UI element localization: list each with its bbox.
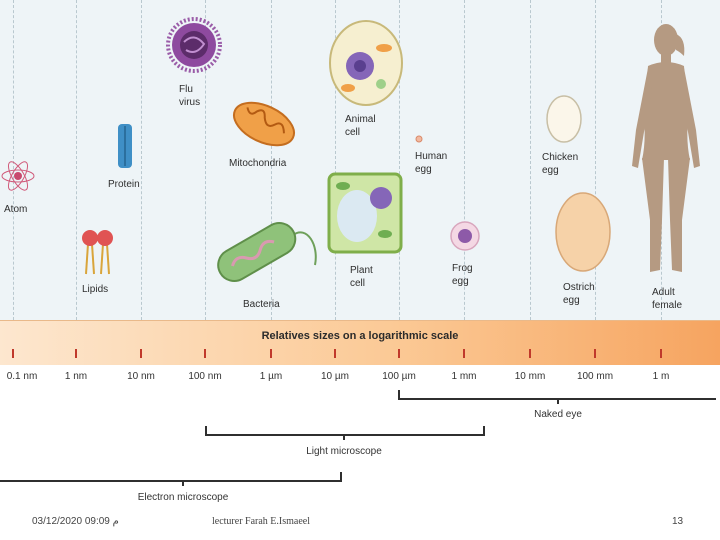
atom-label: Atom (4, 204, 28, 215)
slide-number: 13 (672, 516, 684, 527)
frog-egg-icon (450, 221, 480, 251)
grid-line (530, 0, 531, 320)
grid-line (595, 0, 596, 320)
human-egg-label: Human egg (415, 151, 448, 175)
grid-line (76, 0, 77, 320)
light-microscope-bracket (205, 426, 485, 436)
scale-tick (660, 349, 662, 358)
mitochondria-label: Mitochondria (229, 158, 287, 169)
scale-tick (594, 349, 596, 358)
atom-icon (1, 161, 35, 191)
adult-female-label: Adult female (652, 287, 683, 311)
scale-tick-label: 1 m (652, 371, 670, 382)
plant-cell-icon (327, 172, 403, 254)
scale-tick (529, 349, 531, 358)
bacteria-icon (217, 222, 317, 282)
grid-line (13, 0, 14, 320)
scale-tick (204, 349, 206, 358)
scale-tick (12, 349, 14, 358)
electron-microscope-bracket-stem (182, 480, 184, 486)
scale-tick-label: 10 µm (321, 371, 349, 382)
scale-tick (270, 349, 272, 358)
plant-cell-label: Plant cell (350, 265, 373, 289)
flu-virus-icon (166, 17, 222, 73)
scale-tick-label: 1 mm (451, 371, 477, 382)
scale-tick (334, 349, 336, 358)
scale-tick (75, 349, 77, 358)
scale-tick-label: 10 mm (514, 371, 546, 382)
light-microscope-label: Light microscope (306, 446, 382, 457)
scale-tick-label: 0.1 nm (6, 371, 38, 382)
protein-icon (118, 124, 132, 168)
protein-label: Protein (108, 179, 140, 190)
electron-microscope-label: Electron microscope (137, 492, 229, 503)
grid-line (205, 0, 206, 320)
mitochondria-icon (233, 101, 295, 147)
scale-tick-label: 10 nm (127, 371, 155, 382)
flu-virus-label: Flu virus (179, 84, 201, 108)
scale-tick-label: 1 µm (259, 371, 283, 382)
scale-tick-label: 100 mm (576, 371, 614, 382)
electron-microscope-bracket (0, 472, 342, 482)
frog-egg-label: Frog egg (452, 263, 473, 287)
scale-tick (140, 349, 142, 358)
animal-cell-icon (329, 20, 403, 106)
footer-date: م 09:09 03/12/2020 (32, 516, 119, 527)
human-egg-icon (415, 135, 423, 143)
ostrich-egg-label: Ostrich egg (563, 282, 595, 306)
log-scale-bar (0, 320, 720, 365)
footer-author: lecturer Farah E.Ismaeel (212, 516, 311, 527)
scale-title: Relatives sizes on a logarithmic scale (261, 330, 459, 342)
scale-tick-label: 1 nm (64, 371, 88, 382)
grid-line (399, 0, 400, 320)
grid-line (335, 0, 336, 320)
chicken-egg-icon (546, 95, 582, 143)
lipids-label: Lipids (82, 284, 109, 295)
scale-tick (463, 349, 465, 358)
scale-tick (398, 349, 400, 358)
animal-cell-label: Animal cell (345, 114, 376, 138)
grid-line (141, 0, 142, 320)
light-microscope-bracket-stem (343, 434, 345, 440)
scale-tick-label: 100 nm (188, 371, 222, 382)
ostrich-egg-icon (555, 192, 611, 272)
adult-female-icon (632, 24, 700, 272)
bacteria-label: Bacteria (243, 299, 280, 310)
grid-line (464, 0, 465, 320)
grid-line (271, 0, 272, 320)
scale-tick-label: 100 µm (382, 371, 416, 382)
chicken-egg-label: Chicken egg (542, 152, 579, 176)
lipids-icon (82, 230, 113, 275)
naked-eye-label: Naked eye (534, 409, 582, 420)
naked-eye-bracket-stem (557, 398, 559, 404)
